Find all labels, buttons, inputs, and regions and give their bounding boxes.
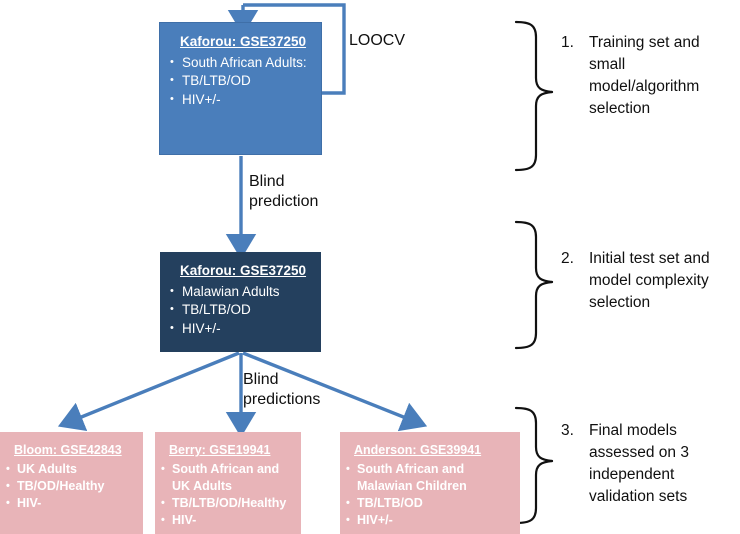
validation-berry-title: Berry: GSE19941 [169,443,271,457]
annotation-1-number: 1. [561,34,574,51]
training-set-list: South African Adults: TB/LTB/OD HIV+/- [168,54,313,109]
edge-label-blind-prediction: Blind prediction [249,173,319,210]
validation-bloom-list: UK Adults TB/OD/Healthy HIV- [4,461,137,512]
annotation-3-number: 3. [561,422,574,439]
annotation-2-text: Initial test set and model complexity se… [589,250,710,311]
validation-bloom-title: Bloom: GSE42843 [14,443,122,457]
brace-1 [514,20,554,172]
test-set-list: Malawian Adults TB/LTB/OD HIV+/- [168,283,313,338]
edge-label-loocv: LOOCV [349,32,406,49]
validation-box-anderson: Anderson: GSE39941 South African and Mal… [340,432,520,534]
annotation-1-text: Training set and small model/algorithm s… [589,34,700,117]
list-item: TB/LTB/OD [344,495,514,512]
brace-3 [514,406,554,525]
list-item: TB/LTB/OD [168,72,313,90]
list-item: Malawian Adults [168,283,313,301]
list-item: UK Adults [4,461,137,478]
list-item: HIV+/- [168,91,313,109]
list-item: HIV- [159,512,295,529]
annotation-3-text: Final models assessed on 3 independent v… [589,422,689,505]
test-set-title: Kaforou: GSE37250 [180,263,307,278]
validation-anderson-title: Anderson: GSE39941 [354,443,482,457]
list-item: South African and UK Adults [159,461,295,495]
training-set-box: Kaforou: GSE37250 South African Adults: … [159,22,322,155]
annotation-2-number: 2. [561,250,574,267]
list-item: South African and Malawian Children [344,461,514,495]
list-item: HIV+/- [344,512,514,529]
validation-box-berry: Berry: GSE19941 South African and UK Adu… [155,432,301,534]
validation-berry-list: South African and UK Adults TB/LTB/OD/He… [159,461,295,529]
test-set-box: Kaforou: GSE37250 Malawian Adults TB/LTB… [160,252,321,352]
list-item: TB/OD/Healthy [4,478,137,495]
validation-box-bloom: Bloom: GSE42843 UK Adults TB/OD/Healthy … [0,432,143,534]
annotation-3: 3. Final models assessed on 3 independen… [561,420,733,508]
validation-anderson-list: South African and Malawian Children TB/L… [344,461,514,529]
list-item: TB/LTB/OD [168,301,313,319]
brace-2 [514,220,554,350]
list-item: HIV+/- [168,320,313,338]
training-set-title: Kaforou: GSE37250 [180,34,307,49]
annotation-2: 2. Initial test set and model complexity… [561,248,736,314]
list-item: South African Adults: [168,54,313,72]
edge-label-blind-predictions: Blind predictions [243,371,321,408]
list-item: TB/LTB/OD/Healthy [159,495,295,512]
annotation-1: 1. Training set and small model/algorith… [561,32,733,120]
list-item: HIV- [4,495,137,512]
